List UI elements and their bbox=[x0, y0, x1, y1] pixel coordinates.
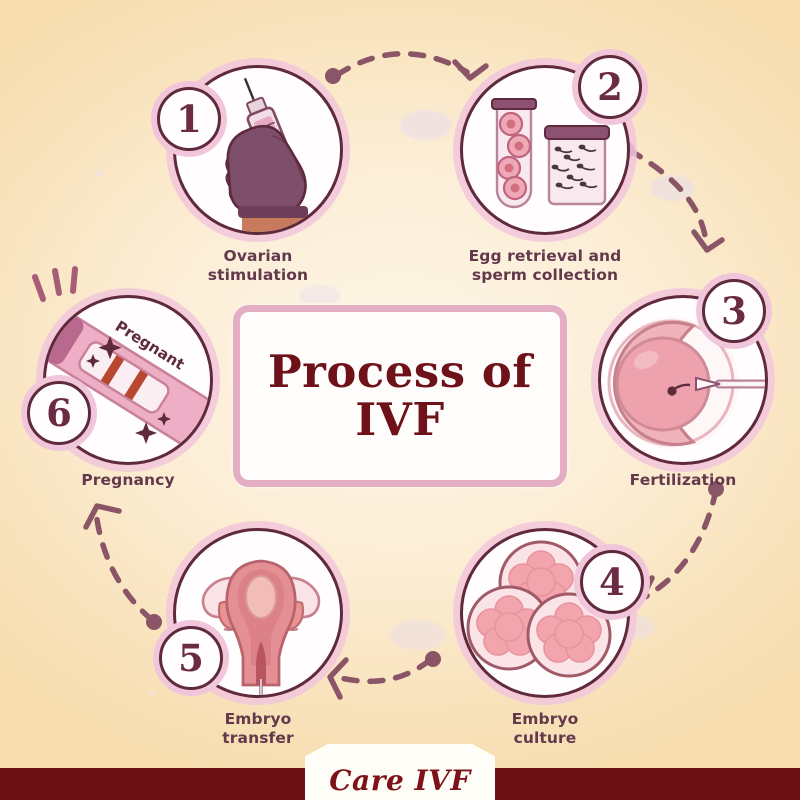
step-number: 3 bbox=[721, 289, 747, 333]
step-label: Fertilization bbox=[568, 471, 798, 490]
step-label-line1: Embryo bbox=[511, 710, 579, 728]
sparkle-lines-icon bbox=[32, 266, 78, 302]
step-4-node[interactable]: 4 Embryo culture bbox=[453, 521, 650, 747]
step-5-node[interactable]: 5 Embryo transfer bbox=[153, 521, 350, 747]
step-number: 6 bbox=[46, 391, 72, 435]
step-circle bbox=[173, 65, 343, 235]
background-blob bbox=[650, 175, 694, 201]
step-label-line1: Embryo bbox=[224, 710, 292, 728]
step-label-line1: Pregnancy bbox=[81, 471, 175, 489]
step-label-line2: culture bbox=[513, 729, 577, 748]
brand-name: Care IVF bbox=[329, 763, 471, 797]
step-number-badge: 1 bbox=[157, 87, 221, 151]
step-circle bbox=[460, 65, 630, 235]
step-6-node[interactable]: Pregnant 6 Pregnancy bbox=[21, 266, 220, 489]
test-tube-and-sperm-jar-icon bbox=[491, 98, 610, 209]
title-line-1: Process of bbox=[267, 345, 533, 399]
step-number-badge: 2 bbox=[578, 55, 642, 119]
step-label: Pregnancy bbox=[13, 471, 243, 490]
background-blob bbox=[400, 110, 452, 140]
syringe-in-gloved-hand-icon bbox=[225, 77, 308, 232]
brand-tab: Care IVF bbox=[305, 744, 495, 800]
step-2-node[interactable]: 2 Egg retrieval and sperm collection bbox=[453, 49, 648, 284]
step-label: Egg retrieval and sperm collection bbox=[430, 247, 660, 286]
background-dot bbox=[150, 690, 156, 696]
step-label: Embryo transfer bbox=[143, 710, 373, 749]
step-number-badge: 4 bbox=[580, 550, 644, 614]
step-number: 2 bbox=[597, 65, 623, 109]
pregnancy-test-icon: Pregnant bbox=[46, 298, 210, 450]
step-label-line2: transfer bbox=[222, 729, 294, 748]
step-label-line1: Fertilization bbox=[629, 471, 737, 489]
uterus-catheter-icon bbox=[201, 559, 321, 695]
step-label-line1: Ovarian bbox=[223, 247, 293, 265]
footer-bar: Care IVF bbox=[0, 744, 800, 800]
page-title: Process of IVF bbox=[268, 348, 532, 443]
step-circle bbox=[598, 295, 768, 465]
step-number: 5 bbox=[178, 636, 204, 680]
egg-injection-icsi-icon bbox=[607, 317, 765, 449]
step-number: 1 bbox=[176, 97, 202, 141]
step-number: 4 bbox=[599, 560, 625, 604]
step-1-node[interactable]: 1 Ovarian stimulation bbox=[151, 58, 350, 284]
embryo-cluster-icon bbox=[466, 540, 612, 678]
step-number-badge: 6 bbox=[27, 381, 91, 445]
title-line-2: IVF bbox=[355, 393, 445, 446]
step-3-node[interactable]: 3 Fertilization bbox=[591, 273, 775, 489]
step-number-badge: 5 bbox=[159, 626, 223, 690]
step-label-line1: Egg retrieval and bbox=[468, 247, 622, 265]
background-blob bbox=[300, 285, 340, 307]
step-label: Embryo culture bbox=[430, 710, 660, 749]
step-label-line2: stimulation bbox=[207, 266, 309, 285]
step-label-line2: sperm collection bbox=[471, 266, 619, 285]
step-number-badge: 3 bbox=[702, 279, 766, 343]
step-label: Ovarian stimulation bbox=[143, 247, 373, 286]
background-dot bbox=[96, 170, 103, 177]
background-blob bbox=[390, 620, 446, 650]
center-title-card: Process of IVF bbox=[233, 305, 567, 487]
